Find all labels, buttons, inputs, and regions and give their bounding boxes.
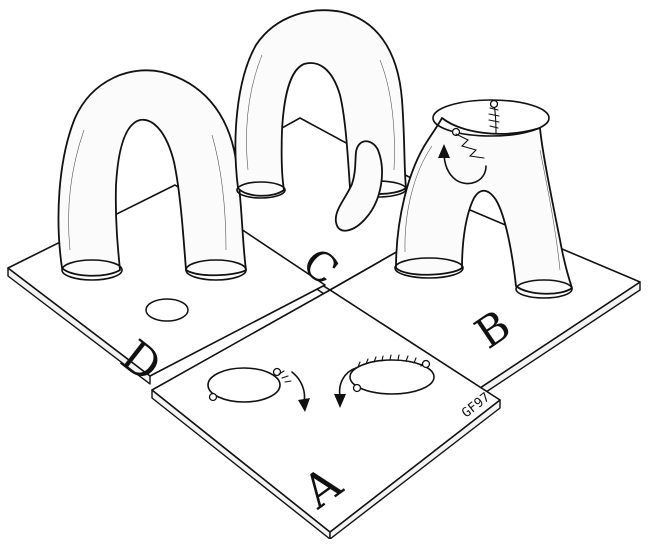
panel-a-ring-right-point-1 xyxy=(423,361,430,368)
panel-d-hole xyxy=(146,299,188,321)
panel-a-ring-left-point-2 xyxy=(274,369,281,376)
panel-b-rim-point-1 xyxy=(491,101,498,108)
panel-a-ring-right-point-2 xyxy=(354,385,361,392)
panel-a-ring-left-point-1 xyxy=(210,394,217,401)
